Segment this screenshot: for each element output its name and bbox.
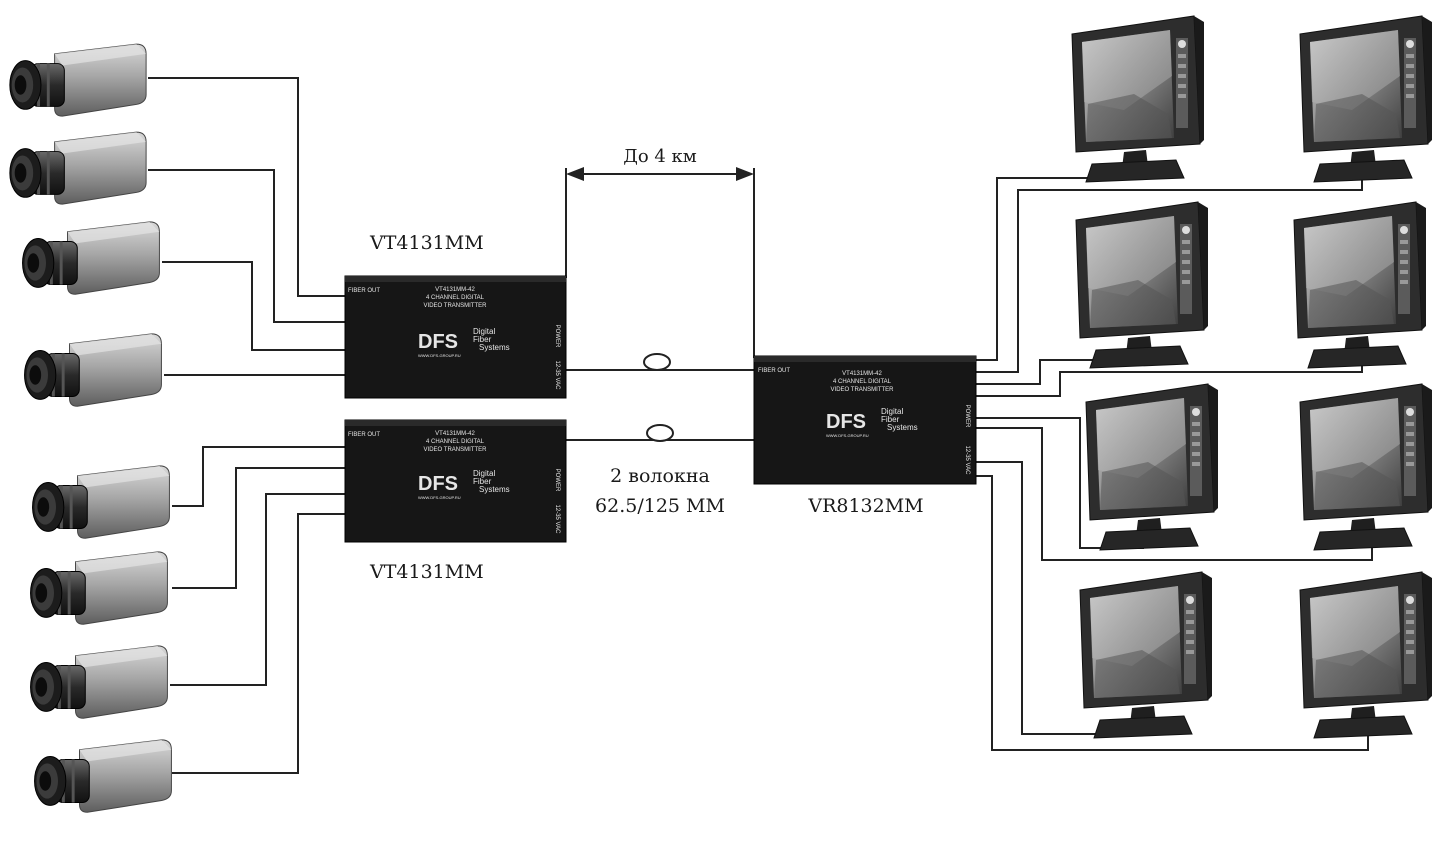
tx1-fiber-out: FIBER OUT [348,288,380,294]
tx2-brand: DFS [418,473,458,495]
monitor-4 [1293,201,1426,369]
monitor-1 [1071,15,1204,183]
transmitter-top: FIBER OUT VT4131MM-42 4 CHANNEL DIGITAL … [344,275,567,399]
rx-line2: 4 CHANNEL DIGITAL [833,379,892,385]
tx2-line3: VIDEO TRANSMITTER [424,447,488,453]
camera-8 [34,739,172,813]
rx-line1: VT4131MM-42 [842,371,882,377]
tx2-fiber-out: FIBER OUT [348,432,380,438]
monitor-2 [1299,15,1432,183]
tx2-model-label: VT4131MM [369,561,484,583]
camera-2 [9,131,147,205]
wire-cam2-tx1 [148,169,345,323]
wire-rx-mon8 [976,475,1369,751]
monitor-3 [1075,201,1208,369]
wire-cam7-tx2 [170,493,345,686]
tx2-brand-l2: Fiber [473,477,492,486]
fiber-coil-top [643,353,671,371]
fiber-coil-bottom [646,424,674,442]
tx1-power: POWER [554,325,560,348]
wire-rx-mon6 [976,427,1373,561]
tx2-line2: 4 CHANNEL DIGITAL [426,439,485,445]
tx1-line2: 4 CHANNEL DIGITAL [426,295,485,301]
fiber-label-line1: 2 волокна [610,465,710,487]
camera-1 [9,43,147,117]
monitor-6 [1299,383,1432,551]
rx-volts: 12-35 VAC [964,446,970,476]
rx-brand-l2: Fiber [881,415,900,424]
tx2-power: POWER [554,469,560,492]
monitor-5 [1085,383,1218,551]
distance-label: До 4 км [623,146,697,167]
wire-cam1-tx1 [148,77,345,297]
camera-3 [22,221,160,295]
distance-arrow-right-head [736,167,754,181]
wire-cam8-tx2 [172,513,345,774]
tx1-web: WWW.DFS-GROUP.RU [418,353,461,358]
tx1-line1: VT4131MM-42 [435,287,475,293]
wire-cam6-tx2 [172,467,345,589]
rx-brand: DFS [826,411,866,433]
tx2-brand-l1: Digital [473,469,495,478]
monitor-7 [1079,571,1212,739]
rx-power: POWER [964,405,970,428]
tx2-volts: 12-35 VAC [554,505,560,535]
tx1-line3: VIDEO TRANSMITTER [424,303,488,309]
tx1-brand-l3: Systems [479,343,510,352]
tx2-line1: VT4131MM-42 [435,431,475,437]
distance-arrow-left-head [566,167,584,181]
tx2-web: WWW.DFS-GROUP.RU [418,495,461,500]
wire-cam5-tx2 [172,446,345,507]
camera-7 [30,645,168,719]
rx-web: WWW.DFS-GROUP.RU [826,433,869,438]
tx2-brand-l3: Systems [479,485,510,494]
rx-brand-l3: Systems [887,423,918,432]
camera-4 [24,333,162,407]
rx-model-label: VR8132MM [807,495,923,517]
rx-fiber-out: FIBER OUT [758,368,790,374]
tx1-brand-l2: Fiber [473,335,492,344]
monitor-8 [1299,571,1432,739]
transmitter-bottom: FIBER OUT VT4131MM-42 4 CHANNEL DIGITAL … [344,419,567,543]
rx-brand-l1: Digital [881,407,903,416]
tx1-model-label: VT4131MM [369,232,484,254]
tx1-brand-l1: Digital [473,327,495,336]
tx1-volts: 12-35 VAC [554,361,560,391]
rx-line3: VIDEO TRANSMITTER [831,387,895,393]
fiber-label-line2: 62.5/125 ММ [595,495,725,517]
receiver: FIBER OUT VT4131MM-42 4 CHANNEL DIGITAL … [753,355,977,485]
camera-6 [30,551,168,625]
wire-cam3-tx1 [162,261,345,351]
camera-5 [32,465,170,539]
tx1-brand: DFS [418,331,458,353]
